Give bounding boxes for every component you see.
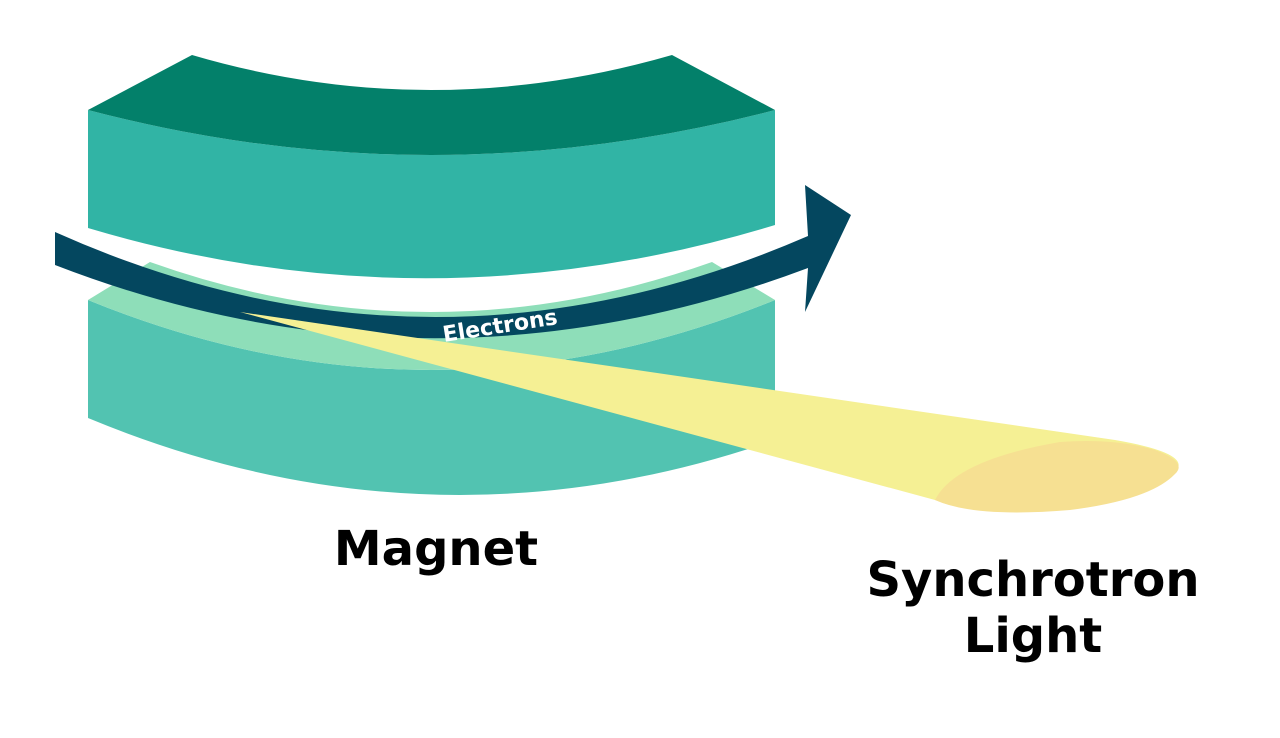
electron-path-arrow [55,185,851,339]
synchrotron-light-label-line2: Light [964,608,1103,664]
magnet-label: Magnet [334,521,538,577]
light-beam [240,312,1179,512]
magnet-lower-block [88,300,775,495]
magnet-upper-block [88,110,775,279]
light-beam-end [935,441,1179,513]
magnet-gap [88,262,775,370]
synchrotron-light-label-line1: Synchrotron [866,552,1199,608]
magnet-top-face [88,55,775,155]
